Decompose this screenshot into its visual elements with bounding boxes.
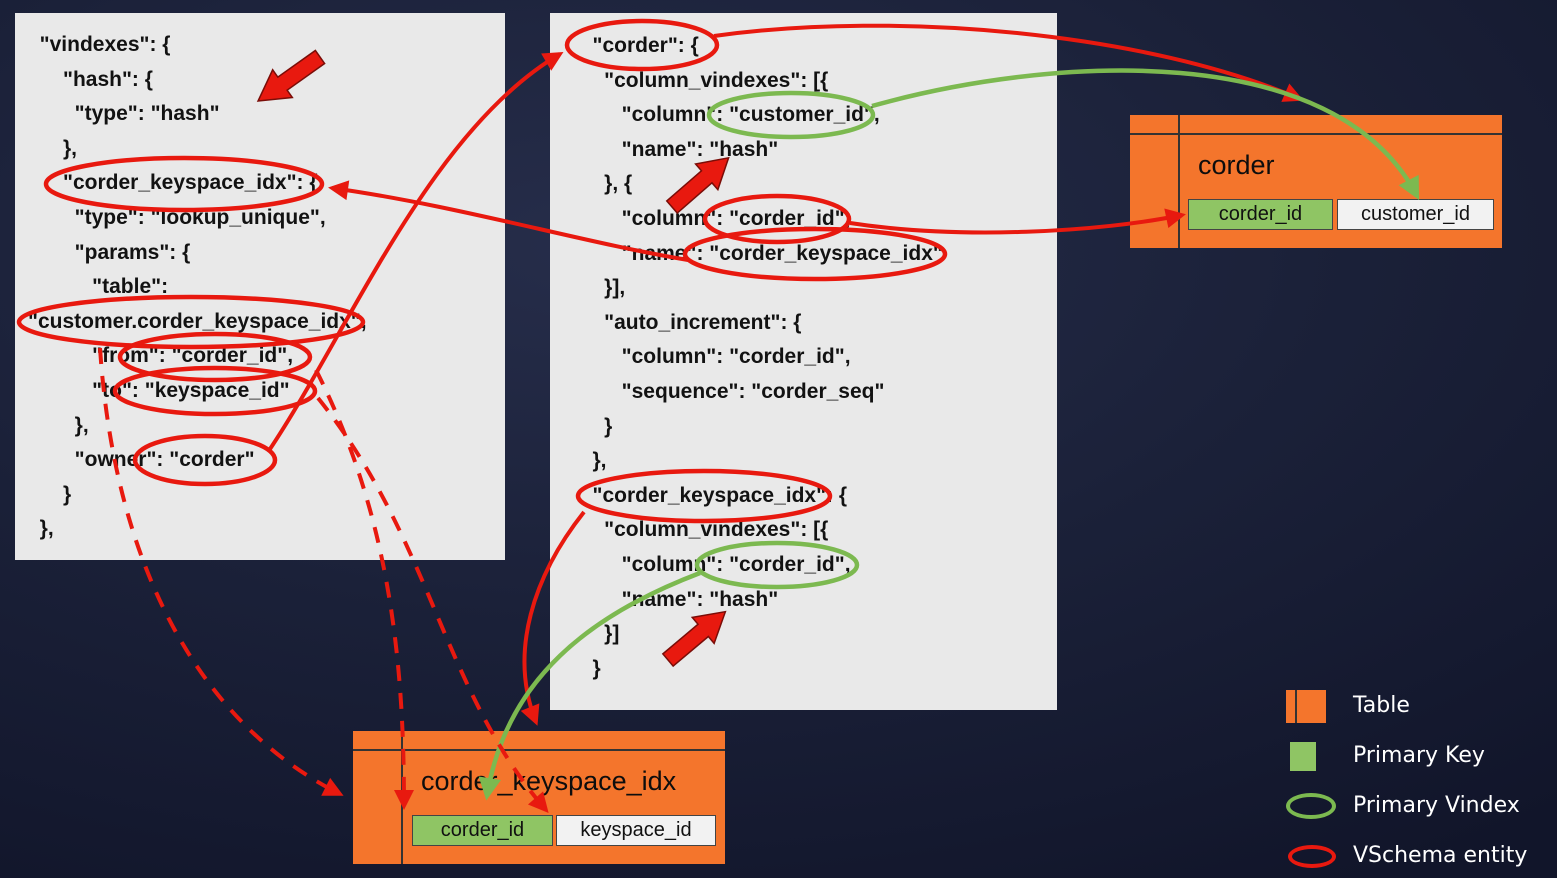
tables-json-panel: "corder": { "column_vindexes": [{ "colum… (550, 13, 1057, 710)
legend-item-table: Table (1286, 686, 1410, 726)
legend-label: VSchema entity (1353, 843, 1528, 868)
keyspace-id-cell: keyspace_id (556, 815, 716, 846)
vindexes-json-panel: "vindexes": { "hash": { "type": "hash" }… (15, 13, 505, 560)
primary-key-swatch-icon (1286, 741, 1336, 771)
table-header-divider (353, 749, 725, 751)
corder-id-pk-cell: corder_id (1188, 199, 1333, 230)
tables-json-code: "corder": { "column_vindexes": [{ "colum… (592, 34, 943, 680)
vindexes-json-code: "vindexes": { "hash": { "type": "hash" }… (28, 33, 367, 541)
corder-table-title: corder (1198, 150, 1275, 180)
legend-label: Table (1353, 693, 1410, 718)
legend-label: Primary Vindex (1353, 793, 1520, 818)
primary-vindex-ellipse-icon (1286, 793, 1336, 819)
table-header-divider (1130, 133, 1502, 135)
legend-item-vschema-entity: VSchema entity (1286, 836, 1527, 876)
corder-keyspace-idx-table-title: corder_keyspace_idx (421, 766, 677, 796)
legend-item-primary-vindex: Primary Vindex (1286, 786, 1520, 826)
table-left-divider (1178, 115, 1180, 248)
legend-item-primary-key: Primary Key (1286, 736, 1485, 776)
legend-label: Primary Key (1353, 743, 1485, 768)
corder-id-pk-cell: corder_id (412, 815, 553, 846)
corder-table: corder corder_id customer_id (1130, 115, 1502, 248)
table-swatch-icon (1286, 689, 1336, 723)
customer-id-cell: customer_id (1337, 199, 1494, 230)
corder-keyspace-idx-table: corder_keyspace_idx corder_id keyspace_i… (353, 731, 725, 864)
vschema-entity-ellipse-icon (1286, 844, 1336, 868)
table-left-divider (401, 731, 403, 864)
